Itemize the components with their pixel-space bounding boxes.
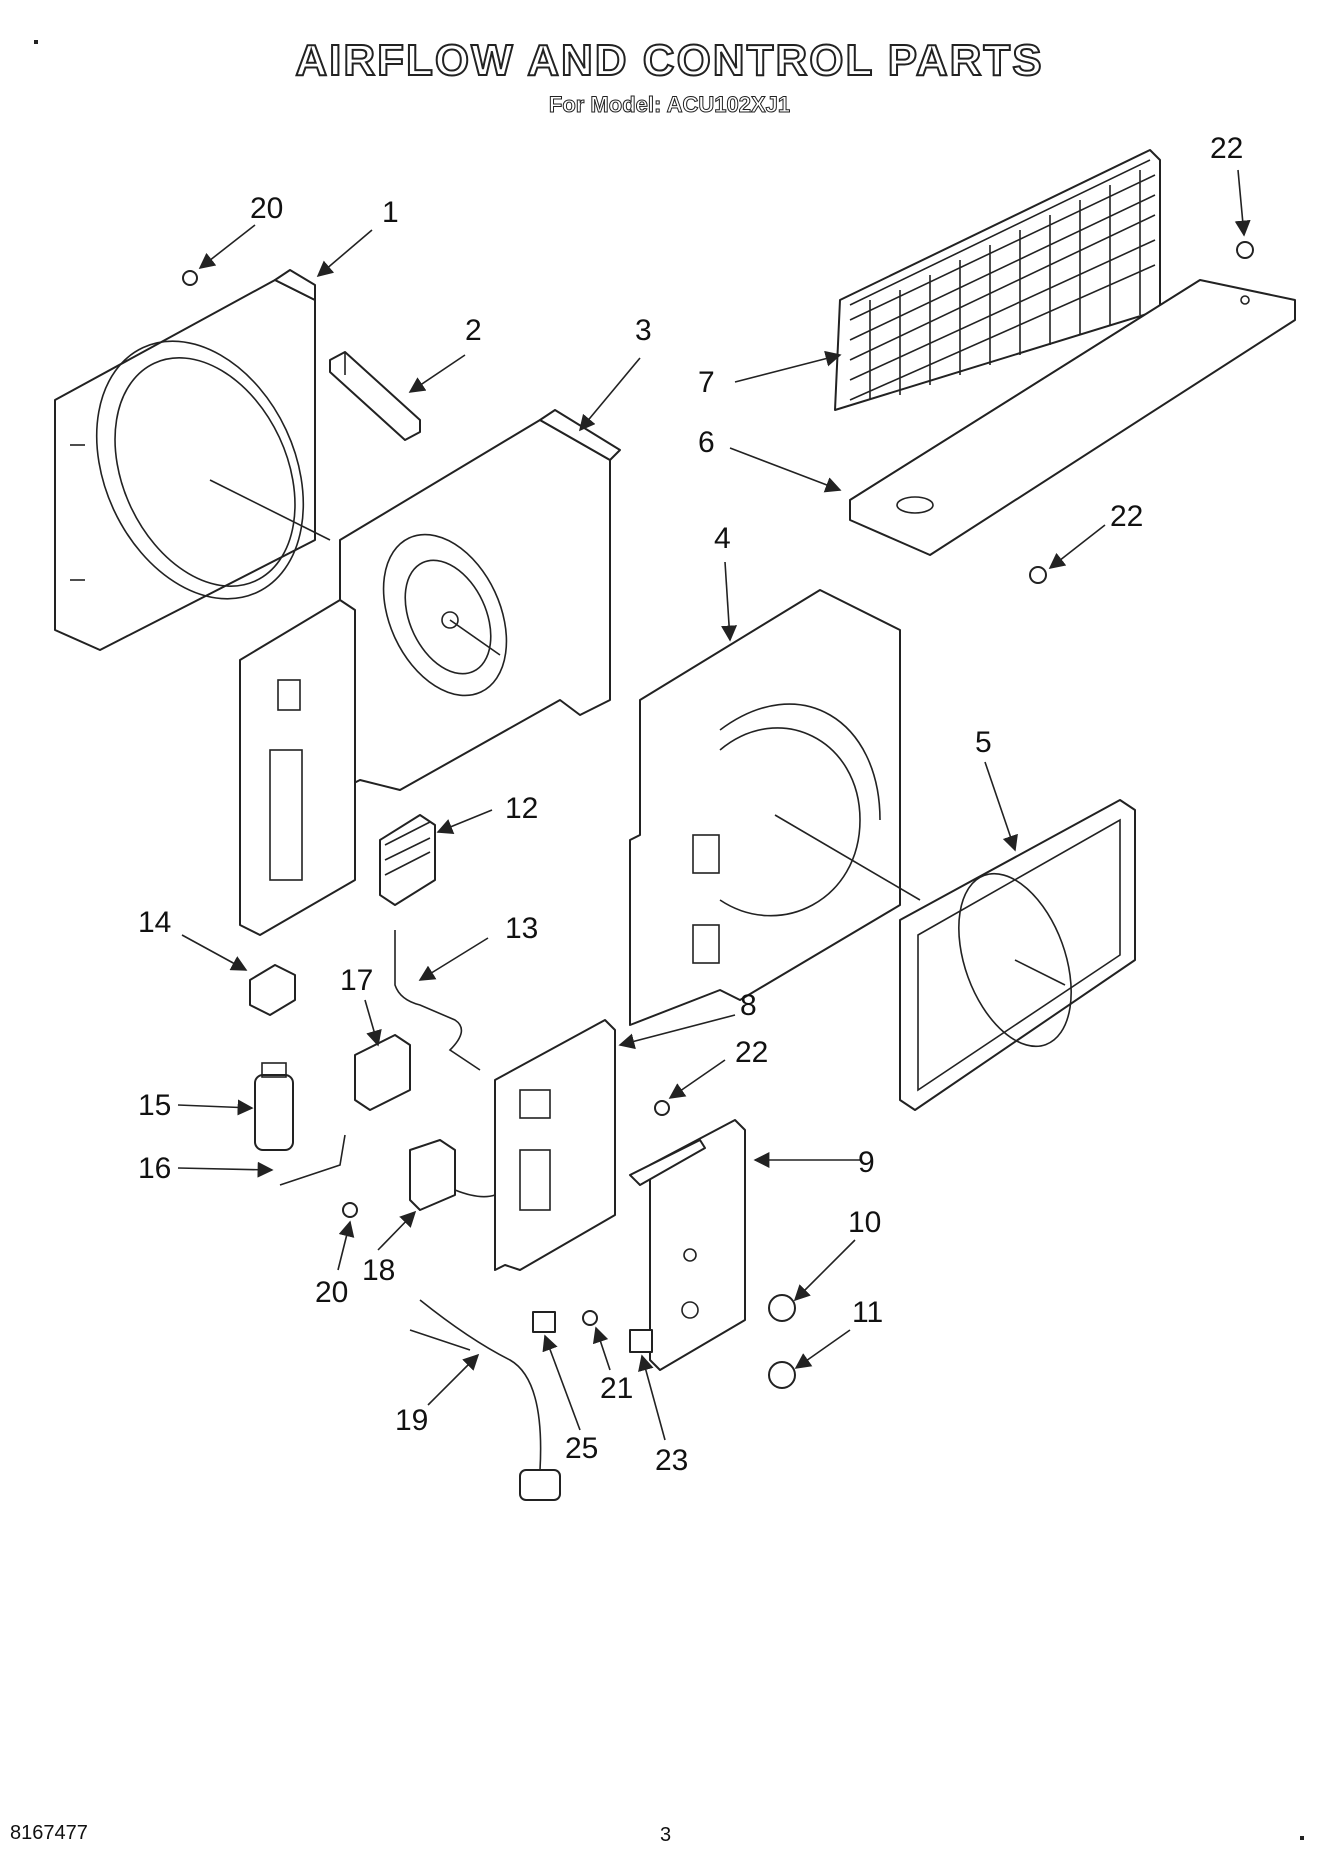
part-16-strap bbox=[279, 1134, 346, 1186]
corner-mark-bottom bbox=[1300, 1836, 1304, 1840]
callout-label: 20 bbox=[250, 192, 283, 225]
part-1-shroud bbox=[54, 269, 331, 651]
part-13-thermostat-bulb bbox=[394, 930, 481, 1071]
part-7-filter bbox=[834, 149, 1161, 411]
callout-label: 14 bbox=[138, 906, 171, 939]
part-19-power-cord bbox=[409, 1299, 561, 1501]
callout-label: 10 bbox=[848, 1206, 881, 1239]
fastener-screws bbox=[182, 241, 1254, 1353]
callout-label: 6 bbox=[698, 426, 715, 459]
callout-label: 21 bbox=[600, 1372, 633, 1405]
document-number: 8167477 bbox=[10, 1822, 88, 1844]
callout-labels: 20 1 2 3 22 7 6 22 4 5 12 14 13 17 8 22 … bbox=[138, 132, 1243, 1477]
callout-label: 2 bbox=[465, 314, 482, 347]
callout-label: 16 bbox=[138, 1152, 171, 1185]
part-4-scroll bbox=[629, 589, 921, 1026]
corner-mark-top bbox=[34, 40, 38, 44]
callout-label: 20 bbox=[315, 1276, 348, 1309]
part-11-knob bbox=[768, 1361, 796, 1389]
page-number: 3 bbox=[660, 1824, 672, 1846]
callout-label: 7 bbox=[698, 366, 715, 399]
callout-label: 12 bbox=[505, 792, 538, 825]
part-12-thermostat-bracket bbox=[379, 814, 436, 906]
callout-label: 25 bbox=[565, 1432, 598, 1465]
callout-label: 3 bbox=[635, 314, 652, 347]
part-17-switch bbox=[354, 1034, 411, 1111]
callout-label: 18 bbox=[362, 1254, 395, 1287]
leader-lines bbox=[177, 169, 1251, 1441]
part-18-motor bbox=[409, 1139, 496, 1211]
part-2-bracket bbox=[329, 351, 421, 441]
part-10-knob bbox=[768, 1294, 796, 1322]
part-5-grille-frame bbox=[899, 799, 1136, 1111]
part-14-relay bbox=[249, 964, 296, 1016]
callout-label: 22 bbox=[735, 1036, 768, 1069]
part-8-control-bracket bbox=[494, 1019, 616, 1271]
callout-label: 17 bbox=[340, 964, 373, 997]
model-subtitle: For Model: ACU102XJ1 bbox=[548, 92, 791, 118]
part-9-control-plate bbox=[629, 1119, 746, 1371]
part-6-rail bbox=[849, 279, 1296, 556]
part-3-bulkhead bbox=[239, 409, 621, 936]
page-title: AIRFLOW AND CONTROL PARTS bbox=[294, 35, 1044, 86]
callout-label: 9 bbox=[858, 1146, 875, 1179]
callout-label: 5 bbox=[975, 726, 992, 759]
callout-label: 19 bbox=[395, 1404, 428, 1437]
callout-label: 22 bbox=[1210, 132, 1243, 165]
part-15-capacitor bbox=[254, 1062, 294, 1151]
callout-label: 15 bbox=[138, 1089, 171, 1122]
callout-label: 22 bbox=[1110, 500, 1143, 533]
callout-label: 4 bbox=[714, 522, 731, 555]
callout-label: 8 bbox=[740, 989, 757, 1022]
callout-label: 11 bbox=[852, 1296, 883, 1329]
callout-label: 1 bbox=[382, 196, 399, 229]
callout-label: 23 bbox=[655, 1444, 688, 1477]
callout-label: 13 bbox=[505, 912, 538, 945]
